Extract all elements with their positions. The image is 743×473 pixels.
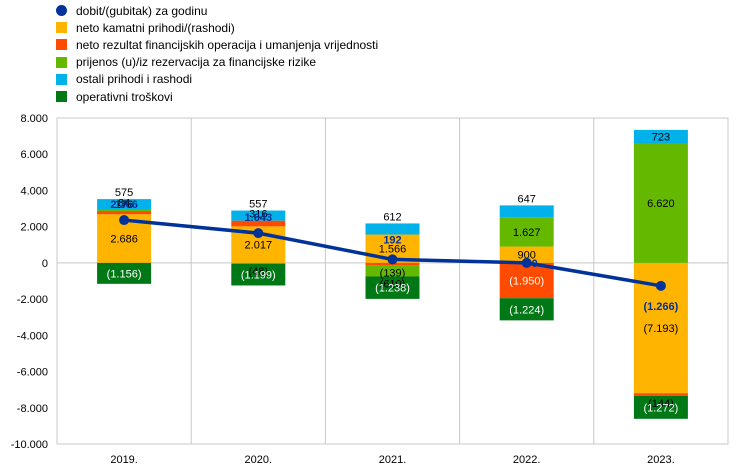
bar-segment <box>499 217 554 247</box>
bar-data-label: (48) <box>249 266 269 278</box>
bar-data-label: (139) <box>380 267 406 279</box>
y-tick-label: 0 <box>42 258 48 270</box>
legend-label-financial-ops: neto rezultat financijskih operacija i u… <box>76 37 379 52</box>
bar-segment <box>365 223 420 235</box>
bar-segment <box>231 210 286 221</box>
bar-segment <box>499 205 554 218</box>
legend-item-financial-ops: neto rezultat financijskih operacija i u… <box>56 36 378 53</box>
bar-segment <box>97 262 152 284</box>
plot-frame <box>56 117 729 445</box>
legend-label-provisions: prijenos (u)/iz rezervacija za financijs… <box>76 55 317 70</box>
bar-segment <box>365 265 420 277</box>
x-tick-label: 2023. <box>647 454 675 466</box>
x-tick-label: 2019. <box>110 454 138 466</box>
bar-data-label: 557 <box>249 199 267 211</box>
bar-data-label: 1.627 <box>513 227 541 239</box>
profit-data-label: 1.643 <box>245 212 273 224</box>
profit-point <box>521 257 532 268</box>
bar-data-label: (1.238) <box>375 283 410 295</box>
legend-swatch-other <box>56 73 67 85</box>
bar-data-label: 2.017 <box>245 240 273 252</box>
y-tick-label: 2.000 <box>20 222 48 234</box>
legend-marker-profit <box>56 5 67 17</box>
legend-item-interest: neto kamatni prihodi/(rashodi) <box>56 19 378 36</box>
bar-segment <box>633 393 688 396</box>
y-tick-label: -8.000 <box>17 403 48 415</box>
bar-data-label: 900 <box>518 250 536 262</box>
profit-data-label: 2.366 <box>110 199 138 211</box>
bar-segment <box>499 298 554 321</box>
profit-point <box>119 215 130 226</box>
legend: dobit/(gubitak) za godinu neto kamatni p… <box>56 2 378 105</box>
bar-data-label: (1.156) <box>107 268 142 280</box>
legend-item-provisions: prijenos (u)/iz rezervacija za financijs… <box>56 54 378 71</box>
bar-segment <box>633 129 688 143</box>
y-tick-label: 8.000 <box>20 113 48 125</box>
bar-data-label: (7.193) <box>643 323 678 335</box>
x-tick-label: 2020. <box>245 454 273 466</box>
bar-data-label: (1.272) <box>643 402 678 414</box>
bar-segment <box>499 246 554 263</box>
bar-segment <box>499 262 554 299</box>
legend-label-interest: neto kamatni prihodi/(rashodi) <box>76 20 235 35</box>
profit-point <box>387 254 398 265</box>
y-tick-label: -2.000 <box>17 294 48 306</box>
profit-data-label: 0 <box>532 258 538 270</box>
bar-segment <box>633 142 688 263</box>
bar-data-label: (610) <box>380 278 406 290</box>
bar-segment <box>365 276 420 299</box>
legend-item-other: ostali prihodi i rashodi <box>56 71 378 88</box>
bar-data-label: 575 <box>115 187 133 199</box>
bar-segment <box>97 211 152 215</box>
legend-label-operating-costs: operativni troškovi <box>76 89 173 104</box>
x-tick-label: 2021. <box>379 454 407 466</box>
legend-item-operating-costs: operativni troškovi <box>56 88 378 105</box>
profit-point <box>655 280 666 291</box>
bar-data-label: 612 <box>383 211 401 223</box>
profit-point <box>253 228 264 239</box>
legend-swatch-operating-costs <box>56 91 67 103</box>
y-tick-label: -6.000 <box>17 367 48 379</box>
bar-segment <box>97 209 152 212</box>
bar-data-label: 6.620 <box>647 198 675 210</box>
legend-item-profit: dobit/(gubitak) za godinu <box>56 2 378 19</box>
bar-segment <box>633 395 688 419</box>
bar-data-label: 723 <box>652 131 670 143</box>
bar-data-label: 84 <box>118 198 130 210</box>
bar-segment <box>231 220 286 227</box>
y-tick-label: -4.000 <box>17 330 48 342</box>
bar-segment <box>231 262 286 264</box>
bar-data-label: 316 <box>249 209 267 221</box>
bar-data-label: (1.950) <box>509 276 544 288</box>
bar-segment <box>97 199 152 210</box>
y-tick-label: 6.000 <box>20 149 48 161</box>
y-tick-label: 4.000 <box>20 185 48 197</box>
legend-swatch-provisions <box>56 56 67 68</box>
y-tick-label: -10.000 <box>11 439 48 451</box>
profit-data-label: (1.266) <box>643 301 678 313</box>
bar-segment <box>231 263 286 286</box>
legend-swatch-interest <box>56 22 67 34</box>
bar-data-label: (144) <box>648 398 674 410</box>
bar-data-label: (1.224) <box>509 304 544 316</box>
legend-label-other: ostali prihodi i rashodi <box>76 72 193 87</box>
bar-data-label: 176 <box>115 199 133 211</box>
legend-label-profit: dobit/(gubitak) za godinu <box>76 3 208 18</box>
bar-data-label: 647 <box>518 193 536 205</box>
bar-data-label: (1.199) <box>241 270 276 282</box>
bar-data-label: 1.566 <box>379 244 407 256</box>
profit-data-label: 192 <box>383 234 401 246</box>
bar-data-label: 2.686 <box>110 234 138 246</box>
x-tick-label: 2022. <box>513 454 541 466</box>
legend-swatch-financial-ops <box>56 39 67 51</box>
